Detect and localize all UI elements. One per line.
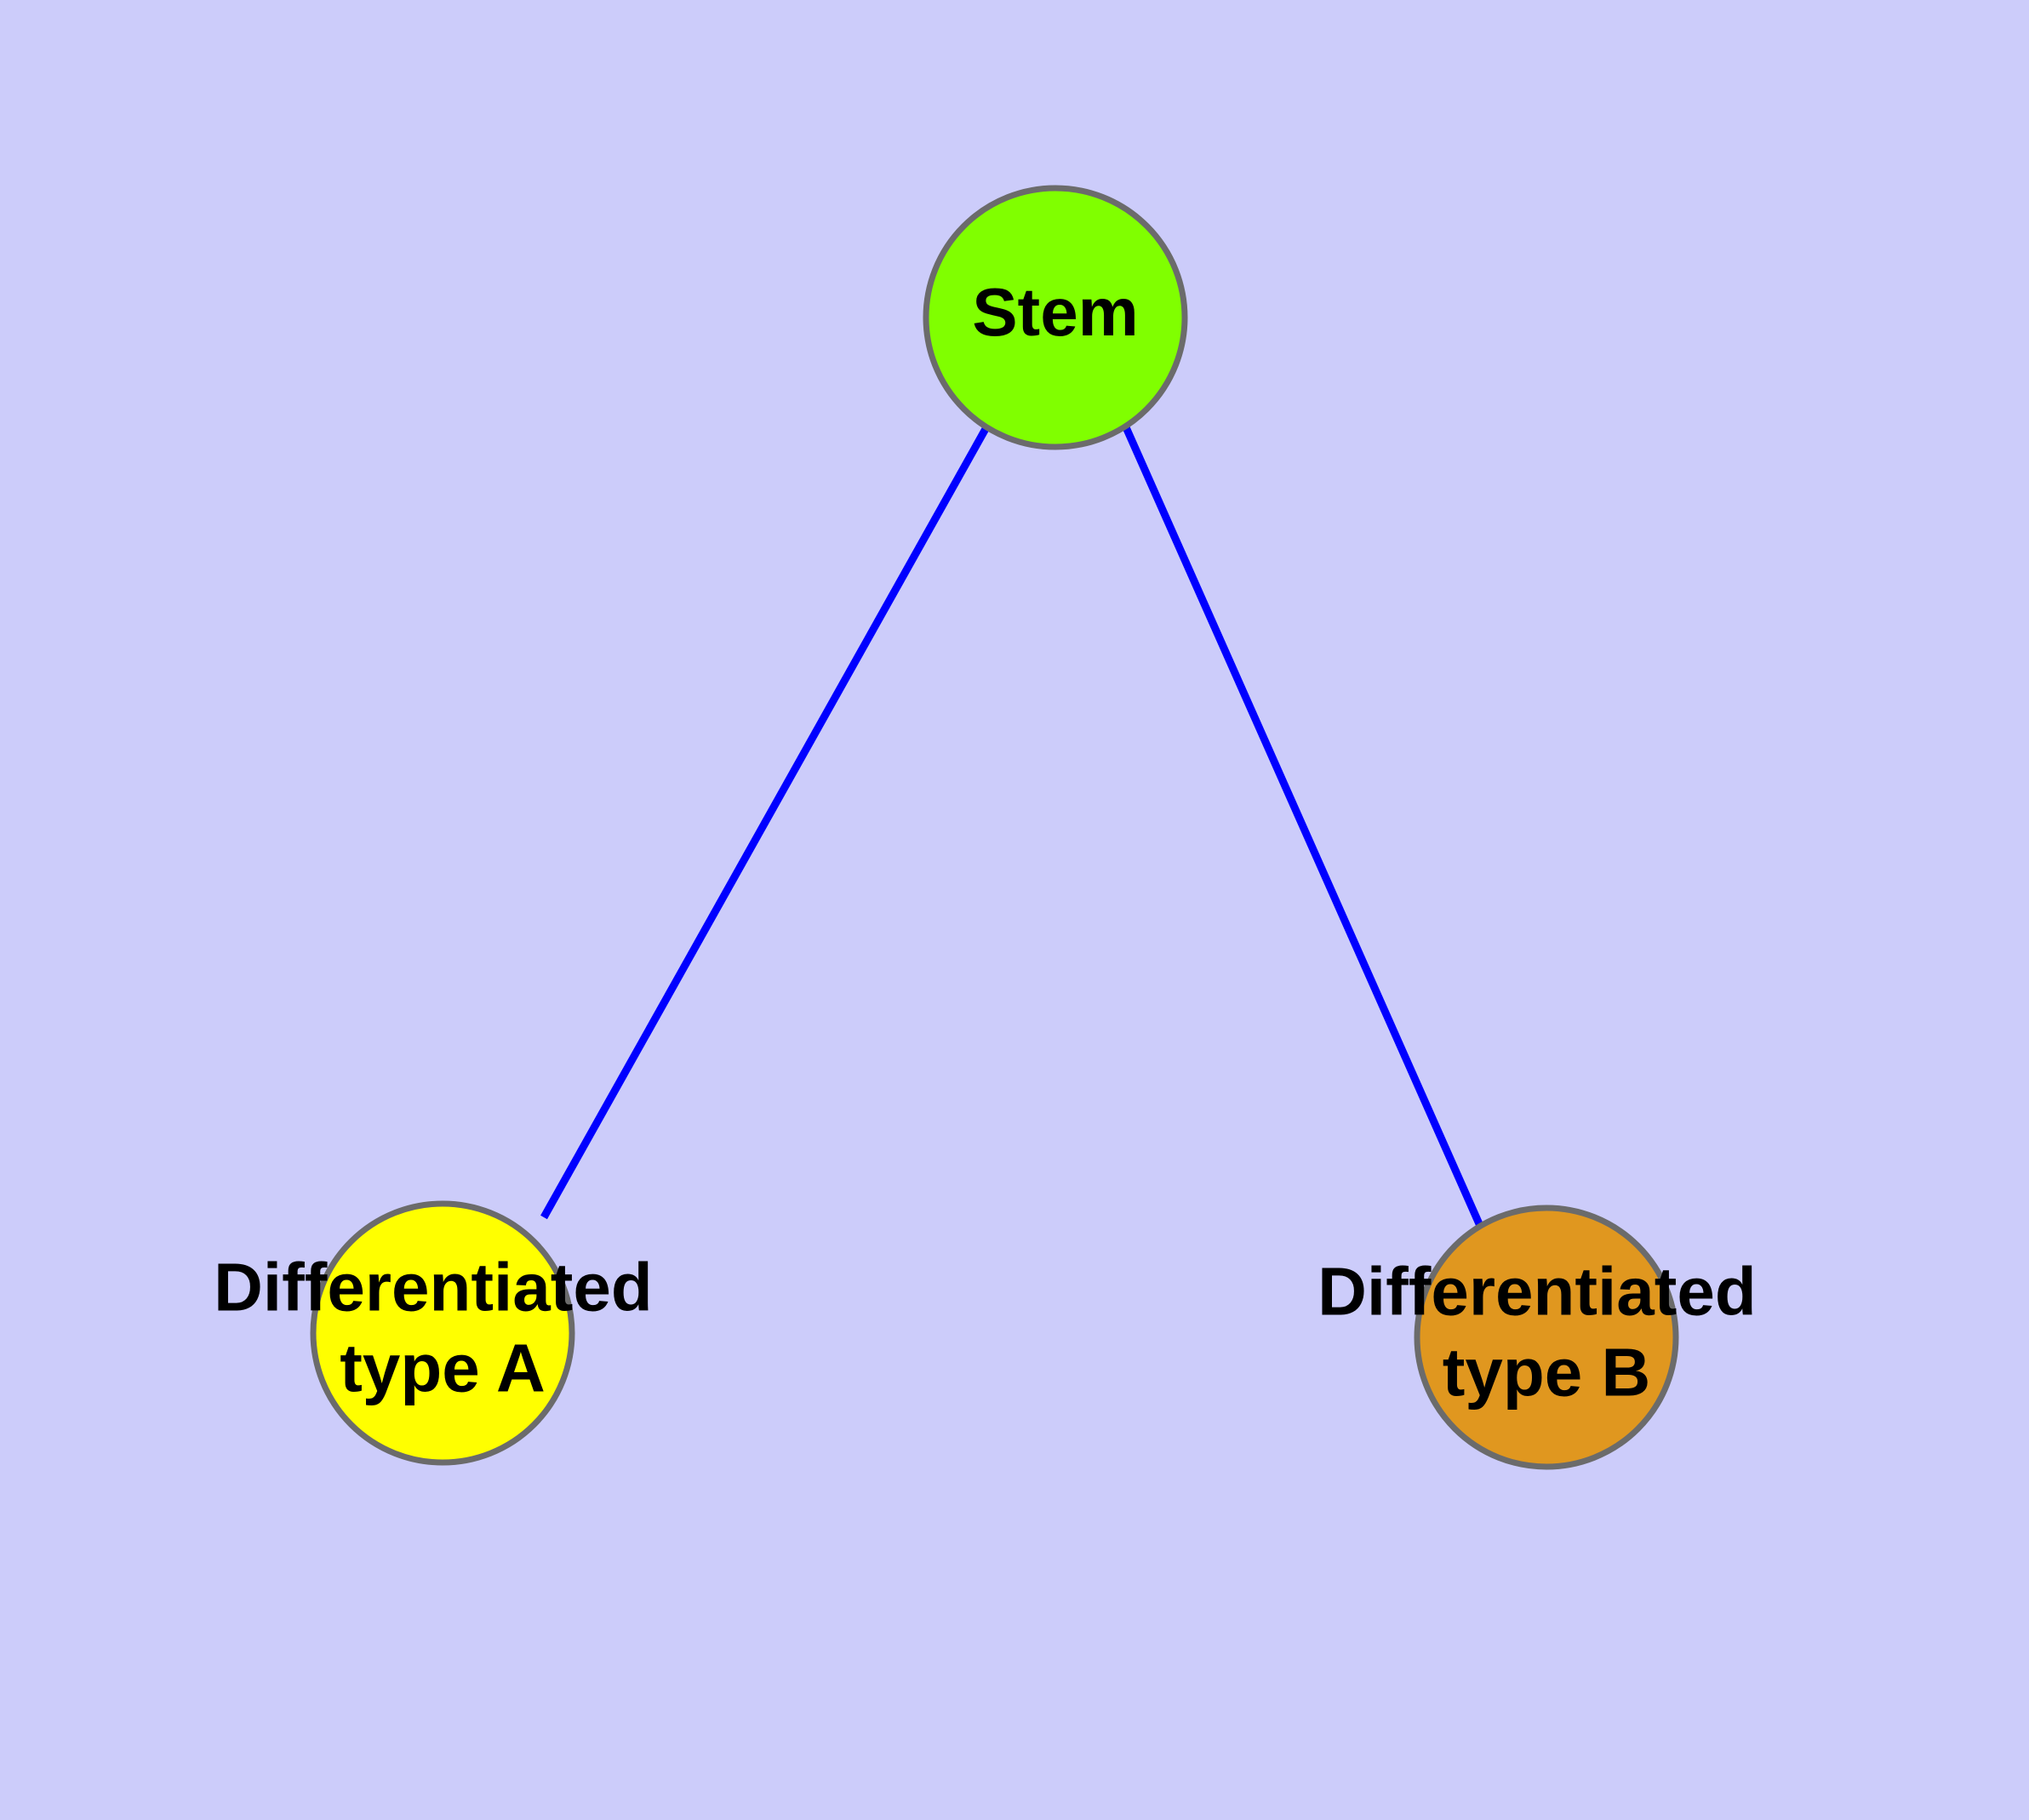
node-differentiated-type-b[interactable] [1414,1205,1679,1470]
nodes-group [310,185,1679,1470]
node-stem-circle[interactable] [923,185,1188,450]
labels-group: Stem Differentiated type A Differentiate… [214,274,1775,1411]
node-differentiated-type-a-circle[interactable] [310,1200,575,1466]
node-stem-label: Stem [972,274,1139,350]
edge-stem-to-differentiated-type-a[interactable] [540,425,990,1220]
node-differentiated-type-b-circle[interactable] [1414,1205,1679,1470]
node-differentiated-type-a-label: Differentiated type A [214,1250,672,1406]
node-differentiated-type-b-label-line-2: type B [1443,1335,1651,1411]
node-stem[interactable] [923,185,1188,450]
node-differentiated-type-a-label-line-2: type A [340,1331,546,1406]
edge-stem-to-differentiated-type-b[interactable] [1122,426,1484,1228]
node-differentiated-type-b-label: Differentiated type B [1317,1254,1775,1411]
edges-group [540,425,1484,1228]
node-differentiated-type-b-label-line-1: Differentiated [1317,1254,1757,1330]
node-differentiated-type-a[interactable] [310,1200,575,1466]
node-stem-label-line-1: Stem [972,274,1139,350]
node-differentiated-type-a-label-line-1: Differentiated [214,1250,653,1325]
